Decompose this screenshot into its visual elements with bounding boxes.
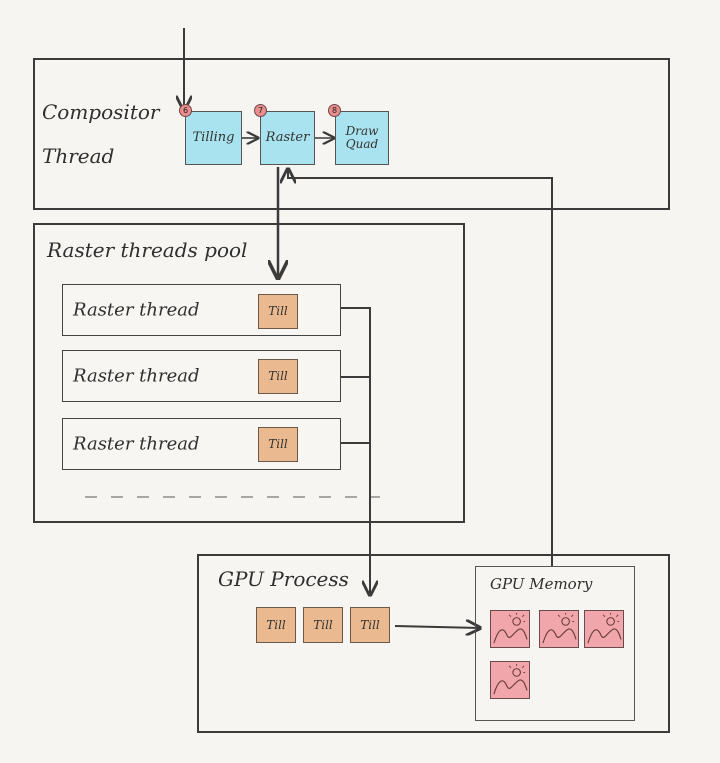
landscape-icon: [490, 661, 530, 699]
gpu-tile: Till: [303, 607, 343, 643]
thread-tile: Till: [258, 359, 298, 394]
landscape-icon: [490, 610, 530, 648]
thread-tile-label: Till: [268, 304, 288, 319]
compositor-thread-panel: [33, 58, 670, 210]
gpu-memory-panel: [475, 566, 635, 721]
raster-pool-title: Raster threads pool: [47, 238, 248, 262]
raster-thread-row: Raster thread Till: [62, 284, 341, 336]
thread-tile-label: Till: [268, 369, 288, 384]
raster-thread-label: Raster thread: [73, 433, 200, 455]
raster-thread-row: Raster thread Till: [62, 418, 341, 470]
raster-step-label: Raster: [265, 130, 310, 146]
tilling-step: Tilling: [185, 111, 242, 165]
gpu-tile: Till: [350, 607, 390, 643]
gpu-tile-label: Till: [360, 617, 380, 632]
raster-thread-row: Raster thread Till: [62, 350, 341, 402]
step-8-badge: 8: [328, 104, 341, 117]
thread-tile: Till: [258, 294, 298, 329]
landscape-icon: [584, 610, 624, 648]
tilling-step-label: Tilling: [192, 130, 235, 146]
gpu-process-panel: [197, 554, 670, 733]
gpu-tile: Till: [256, 607, 296, 643]
draw-quad-label-line2: Quad: [345, 137, 379, 151]
draw-quad-step: Draw Quad: [335, 111, 389, 165]
step-7-badge: 7: [254, 104, 267, 117]
raster-thread-label: Raster thread: [73, 365, 200, 387]
compositor-title-line2: Thread: [42, 144, 115, 168]
compositor-title-line1: Compositor: [42, 100, 160, 124]
gpu-process-title: GPU Process: [218, 567, 349, 591]
thread-tile: Till: [258, 427, 298, 462]
gpu-tile-label: Till: [313, 617, 333, 632]
draw-quad-label-line1: Draw: [345, 124, 379, 139]
landscape-icon: [539, 610, 579, 648]
gpu-tile-label: Till: [266, 617, 286, 632]
step-6-badge: 6: [179, 104, 192, 117]
gpu-memory-title: GPU Memory: [490, 575, 593, 593]
thread-tile-label: Till: [268, 437, 288, 452]
raster-threads-pool-panel: [33, 223, 465, 523]
raster-thread-label: Raster thread: [73, 299, 200, 321]
raster-step: Raster: [260, 111, 315, 165]
